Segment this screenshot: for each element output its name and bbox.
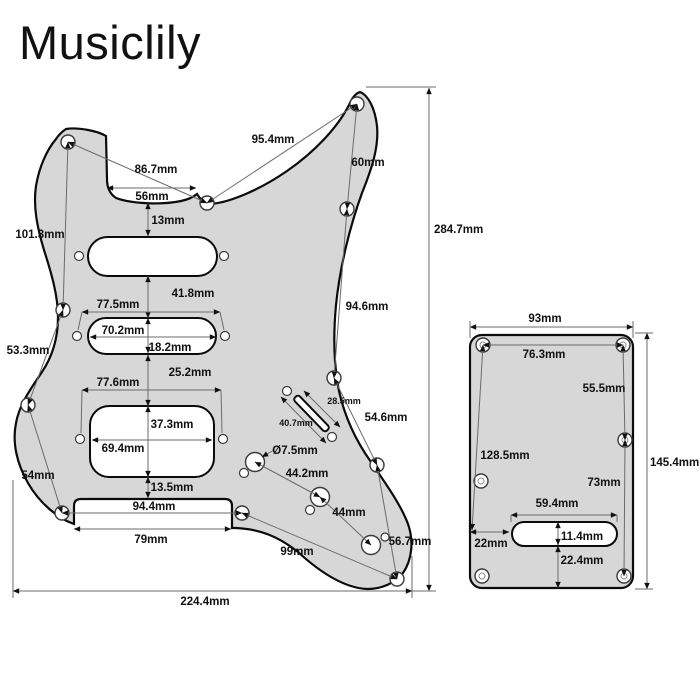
dim-label-77-5: 77.5mm bbox=[97, 299, 140, 311]
dimension-line-54-6 bbox=[333, 377, 378, 466]
dim-label-93: 93mm bbox=[528, 313, 561, 325]
humbucker-pickup-slot bbox=[89, 405, 215, 478]
dim-label-76-3: 76.3mm bbox=[523, 349, 566, 361]
dimension-line-128-5 bbox=[469, 344, 486, 531]
pickguard-dimension-labels: 95.4mm 86.7mm 56mm 13mm 101.3mm 60mm 284… bbox=[7, 134, 484, 608]
dim-label-56: 56mm bbox=[135, 191, 168, 203]
dim-label-53-3: 53.3mm bbox=[7, 345, 50, 357]
switch-screw-hole bbox=[326, 431, 338, 443]
neck-pickup-screw-hole bbox=[218, 250, 230, 262]
dimension-line-86-7 bbox=[67, 141, 208, 204]
middle-pickup-screw-hole bbox=[219, 330, 231, 342]
dim-label-73: 73mm bbox=[587, 477, 620, 489]
dimension-line-44-2 bbox=[254, 461, 321, 498]
dim-label-59-4: 59.4mm bbox=[536, 498, 579, 510]
extension-line bbox=[77, 311, 83, 331]
dim-label-99: 99mm bbox=[280, 546, 313, 558]
dimension-line-99 bbox=[241, 512, 398, 580]
dim-label-224-4: 224.4mm bbox=[180, 596, 229, 608]
dim-label-7-5: Ø7.5mm bbox=[272, 445, 317, 457]
string-access-slot bbox=[511, 521, 618, 547]
dim-label-101-3: 101.3mm bbox=[15, 229, 64, 241]
dimension-line-101-3 bbox=[60, 141, 71, 311]
backplate-dimension-lines bbox=[469, 321, 653, 590]
dim-label-284-7: 284.7mm bbox=[434, 224, 483, 236]
dimension-line-94-6 bbox=[331, 208, 350, 379]
dim-label-40-7: 40.7mm bbox=[279, 418, 313, 428]
dim-label-77-6: 77.6mm bbox=[97, 377, 140, 389]
dim-label-70-2: 70.2mm bbox=[102, 325, 145, 337]
dim-label-44: 44mm bbox=[332, 507, 365, 519]
dim-label-44-2: 44.2mm bbox=[286, 468, 329, 480]
dim-label-56-7: 56.7mm bbox=[389, 536, 432, 548]
extension-line bbox=[219, 311, 225, 331]
backplate-dimension-labels: 93mm 76.3mm 55.5mm 128.5mm 145.4mm 73mm … bbox=[474, 313, 699, 567]
dimension-line-40-7 bbox=[280, 396, 327, 444]
dim-label-54-6: 54.6mm bbox=[365, 412, 408, 424]
dim-label-22-4: 22.4mm bbox=[561, 555, 604, 567]
brand-logo: Musiclily bbox=[19, 16, 201, 69]
dim-label-18-2: 18.2mm bbox=[149, 342, 192, 354]
dim-label-11-4: 11.4mm bbox=[561, 531, 603, 543]
dimension-line-44 bbox=[319, 496, 372, 546]
extension-line bbox=[220, 389, 223, 434]
dim-label-54: 54mm bbox=[21, 470, 54, 482]
backplate-screw bbox=[474, 568, 490, 584]
neck-pickup-slot bbox=[87, 236, 218, 277]
dimension-line-53-3 bbox=[27, 309, 64, 406]
humbucker-screw-hole bbox=[217, 433, 229, 445]
dim-label-79: 79mm bbox=[134, 534, 167, 546]
dim-label-13-5: 13.5mm bbox=[151, 482, 194, 494]
dim-label-25-2: 25.2mm bbox=[169, 367, 212, 379]
dimension-line-60 bbox=[344, 103, 360, 210]
pickguard-dimension-lines bbox=[12, 86, 436, 598]
pot-screw-hole bbox=[238, 467, 250, 479]
dim-label-55-5: 55.5mm bbox=[583, 383, 626, 395]
dim-label-94-4: 94.4mm bbox=[133, 501, 176, 513]
dim-label-86-7: 86.7mm bbox=[135, 164, 178, 176]
neck-pickup-screw-hole bbox=[73, 250, 85, 262]
dim-label-95-4: 95.4mm bbox=[252, 134, 295, 146]
dimension-line-54 bbox=[27, 404, 63, 514]
dim-label-28-5: 28.5mm bbox=[327, 396, 361, 406]
dimension-line-55-5 bbox=[620, 344, 628, 441]
dim-label-94-6: 94.6mm bbox=[346, 301, 389, 313]
dim-label-69-4: 69.4mm bbox=[102, 443, 145, 455]
dim-label-13: 13mm bbox=[151, 215, 184, 227]
pot-screw-hole bbox=[304, 504, 316, 516]
dim-label-37-3: 37.3mm bbox=[151, 419, 194, 431]
dimension-line-73 bbox=[621, 439, 628, 577]
leader-line-7-5 bbox=[261, 449, 275, 458]
middle-pickup-screw-hole bbox=[71, 330, 83, 342]
humbucker-screw-hole bbox=[74, 433, 86, 445]
backplate-screw bbox=[473, 473, 489, 489]
dimension-line-95-4 bbox=[206, 103, 358, 204]
dim-label-41-8: 41.8mm bbox=[172, 288, 215, 300]
extension-line bbox=[80, 389, 83, 434]
dim-label-60: 60mm bbox=[351, 157, 384, 169]
dim-label-145-4: 145.4mm bbox=[650, 457, 699, 469]
dim-label-22: 22mm bbox=[474, 538, 507, 550]
dim-label-128-5: 128.5mm bbox=[480, 450, 529, 462]
switch-screw-hole bbox=[281, 385, 293, 397]
